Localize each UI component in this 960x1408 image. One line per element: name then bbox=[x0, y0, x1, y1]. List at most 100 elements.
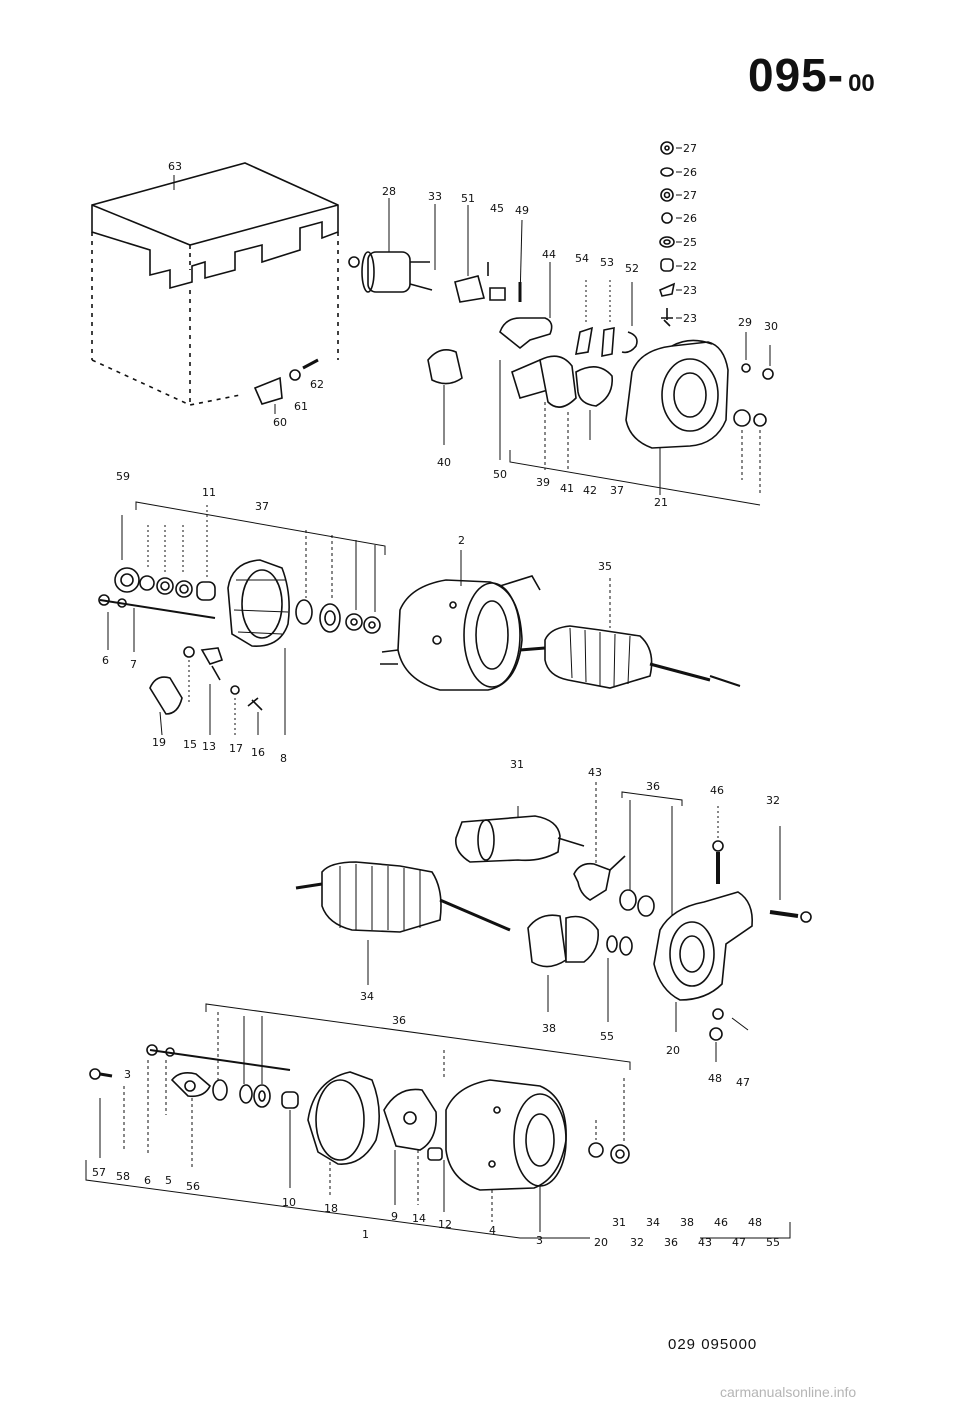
commutator-end-plate-8 bbox=[98, 559, 290, 735]
document-reference: 029 095000 bbox=[668, 1336, 758, 1353]
engaging-lever-44 bbox=[499, 262, 553, 350]
armature-35 bbox=[519, 578, 741, 689]
drive-bracket-20 bbox=[653, 891, 754, 1032]
sub-number: 00 bbox=[848, 70, 875, 97]
page-group-number: 095-00 bbox=[748, 48, 875, 102]
callout-1: 1 bbox=[362, 1228, 369, 1241]
callout-50: 50 bbox=[493, 468, 507, 481]
washers-37-group bbox=[295, 530, 381, 634]
callout-40: 40 bbox=[437, 456, 451, 469]
legend-label-1: 26 bbox=[683, 166, 697, 179]
callout-8: 8 bbox=[280, 752, 287, 765]
callout-60: 60 bbox=[273, 416, 287, 429]
callout-9: 9 bbox=[391, 1210, 398, 1223]
callout-56: 56 bbox=[186, 1180, 200, 1193]
parts-54-53-52 bbox=[575, 280, 638, 357]
plunger-51 bbox=[454, 205, 506, 303]
callout-28: 28 bbox=[382, 185, 396, 198]
solenoid-31 bbox=[454, 806, 585, 863]
callout-53: 53 bbox=[600, 256, 614, 269]
callout-55: 55 bbox=[600, 1030, 614, 1043]
callout-37-upper: 37 bbox=[610, 484, 624, 497]
callout-3: 3 bbox=[536, 1234, 543, 1247]
callout-45: 45 bbox=[490, 202, 504, 215]
callout-6-lower: 6 bbox=[144, 1174, 151, 1187]
callout-30: 30 bbox=[764, 320, 778, 333]
callout-54: 54 bbox=[575, 252, 589, 265]
callout-17: 17 bbox=[229, 742, 243, 755]
callout-4: 4 bbox=[489, 1224, 496, 1237]
callout-47: 47 bbox=[736, 1076, 750, 1089]
field-housing-2 bbox=[380, 550, 541, 691]
fastener-legend: 27 26 27 26 25 22 23 23 bbox=[676, 142, 697, 325]
pin-49 bbox=[518, 219, 523, 302]
summary-bottom-2: 36 bbox=[664, 1236, 678, 1249]
callout-34: 34 bbox=[360, 990, 374, 1003]
summary-bottom-1: 32 bbox=[630, 1236, 644, 1249]
callout-31: 31 bbox=[510, 758, 524, 771]
callout-13: 13 bbox=[202, 740, 216, 753]
callout-41: 41 bbox=[560, 482, 574, 495]
callout-7: 7 bbox=[130, 658, 137, 671]
summary-top-4: 48 bbox=[748, 1216, 762, 1229]
drive-end-bracket-21 bbox=[625, 332, 774, 495]
pinion-38 bbox=[527, 914, 633, 1022]
callout-5: 5 bbox=[165, 1174, 172, 1187]
summary-bottom-5: 55 bbox=[766, 1236, 780, 1249]
summary-bottom-0: 20 bbox=[594, 1236, 608, 1249]
armature-34 bbox=[295, 861, 511, 985]
callout-43: 43 bbox=[588, 766, 602, 779]
callout-51: 51 bbox=[461, 192, 475, 205]
group-dash: - bbox=[827, 49, 845, 101]
summary-top-3: 46 bbox=[714, 1216, 728, 1229]
callout-48: 48 bbox=[708, 1072, 722, 1085]
callout-18: 18 bbox=[324, 1202, 338, 1215]
summary-bottom-4: 47 bbox=[732, 1236, 746, 1249]
callout-63: 63 bbox=[168, 160, 182, 173]
assembly-summary-row: 31 34 38 46 48 20 32 36 43 47 55 bbox=[594, 1216, 780, 1249]
callout-58: 58 bbox=[116, 1170, 130, 1183]
bolt-32 bbox=[769, 826, 812, 923]
callout-39: 39 bbox=[536, 476, 550, 489]
callout-52: 52 bbox=[625, 262, 639, 275]
end-cap-59-group bbox=[114, 501, 386, 601]
nut-48-47 bbox=[709, 1008, 749, 1062]
summary-top-2: 38 bbox=[680, 1216, 694, 1229]
callout-36-lower: 36 bbox=[392, 1014, 406, 1027]
callout-49: 49 bbox=[515, 204, 529, 217]
bracket-60-61-62 bbox=[253, 358, 319, 414]
footer-watermark: carmanualsonline.info bbox=[720, 1384, 857, 1400]
callout-20: 20 bbox=[666, 1044, 680, 1057]
solenoid-28 bbox=[348, 198, 436, 293]
bottom-assembly bbox=[85, 1003, 791, 1239]
callout-61: 61 bbox=[294, 400, 308, 413]
summary-bottom-3: 43 bbox=[698, 1236, 712, 1249]
callout-21: 21 bbox=[654, 496, 668, 509]
legend-label-3: 26 bbox=[683, 212, 697, 225]
drive-pinion-group bbox=[427, 349, 613, 470]
screw-46 bbox=[712, 806, 724, 884]
callout-46: 46 bbox=[710, 784, 724, 797]
legend-label-4: 25 bbox=[683, 236, 697, 249]
lever-43 bbox=[573, 782, 626, 901]
washers-36 bbox=[619, 791, 683, 920]
callout-10: 10 bbox=[282, 1196, 296, 1209]
callout-11: 11 bbox=[202, 486, 216, 499]
callout-37: 37 bbox=[255, 500, 269, 513]
callout-6: 6 bbox=[102, 654, 109, 667]
callout-12: 12 bbox=[438, 1218, 452, 1231]
callout-19: 19 bbox=[152, 736, 166, 749]
group-number: 095 bbox=[748, 49, 828, 101]
callout-33: 33 bbox=[428, 190, 442, 203]
summary-top-1: 34 bbox=[646, 1216, 660, 1229]
callout-62: 62 bbox=[310, 378, 324, 391]
callout-29: 29 bbox=[738, 316, 752, 329]
callout-numbers: 63 28 33 51 45 49 44 54 53 52 29 30 62 6… bbox=[92, 160, 780, 1247]
cover-63 bbox=[91, 162, 339, 406]
callout-16: 16 bbox=[251, 746, 265, 759]
callout-36: 36 bbox=[646, 780, 660, 793]
legend-label-2: 27 bbox=[683, 189, 697, 202]
callout-42: 42 bbox=[583, 484, 597, 497]
